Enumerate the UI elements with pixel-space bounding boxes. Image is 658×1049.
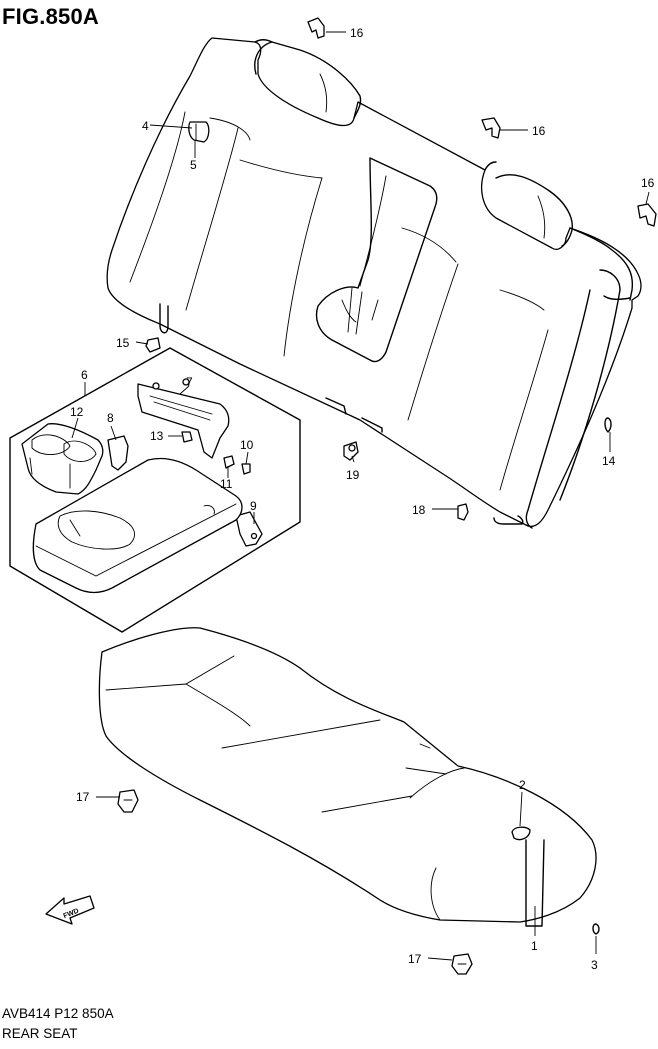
callout-16-right: 16 [641, 176, 655, 190]
screw-13 [181, 431, 193, 443]
callout-18: 18 [412, 503, 426, 517]
callout-13: 13 [150, 429, 164, 443]
clip-16-middle [481, 117, 501, 139]
clip-16-top [307, 17, 325, 39]
armrest-body [32, 457, 243, 594]
callout-11: 11 [220, 477, 233, 491]
callout-14: 14 [602, 454, 616, 468]
fwd-arrow-icon: FWD [45, 895, 95, 925]
cup-holder-12 [21, 423, 104, 495]
hook-14 [604, 417, 612, 433]
callout-2: 2 [519, 778, 526, 792]
bracket-8 [107, 435, 129, 471]
clip-17-left [117, 789, 139, 813]
callout-1: 1 [531, 939, 538, 953]
bolt-10 [241, 463, 251, 475]
clip-17-bottom [451, 953, 473, 975]
seat-back-assembly [106, 37, 642, 529]
callout-12: 12 [70, 405, 84, 419]
clip-19 [343, 441, 359, 461]
callout-16-top: 16 [350, 26, 364, 40]
bolt-18 [457, 503, 469, 521]
nut-15 [145, 337, 161, 353]
callout-16-middle: 16 [532, 124, 546, 138]
callout-leaders [71, 31, 650, 961]
callout-7: 7 [186, 375, 193, 389]
callout-9: 9 [250, 499, 257, 513]
callout-17-bottom: 17 [408, 952, 422, 966]
callout-17-left: 17 [76, 790, 90, 804]
hook-3 [592, 923, 600, 935]
callout-8: 8 [107, 411, 114, 425]
callout-labels: 1 2 3 4 5 6 7 8 9 10 11 12 13 14 15 16 1… [70, 26, 655, 972]
callout-5: 5 [190, 158, 197, 172]
figure-title: FIG.850A [2, 4, 99, 29]
callout-15: 15 [116, 336, 130, 350]
figure-code: AVB414 P12 850A [2, 1006, 114, 1021]
clip-16-right [637, 203, 657, 227]
callout-19: 19 [346, 468, 360, 482]
clip-11 [223, 455, 235, 469]
callout-3: 3 [591, 958, 598, 972]
seat-cushion [98, 627, 597, 927]
callout-10: 10 [240, 438, 254, 452]
callout-6: 6 [81, 368, 88, 382]
bracket-9 [235, 511, 263, 547]
armrest-assembly-box [9, 347, 301, 633]
figure-name: REAR SEAT [2, 1026, 78, 1041]
bracket-7 [137, 378, 230, 459]
callout-4: 4 [142, 119, 149, 133]
